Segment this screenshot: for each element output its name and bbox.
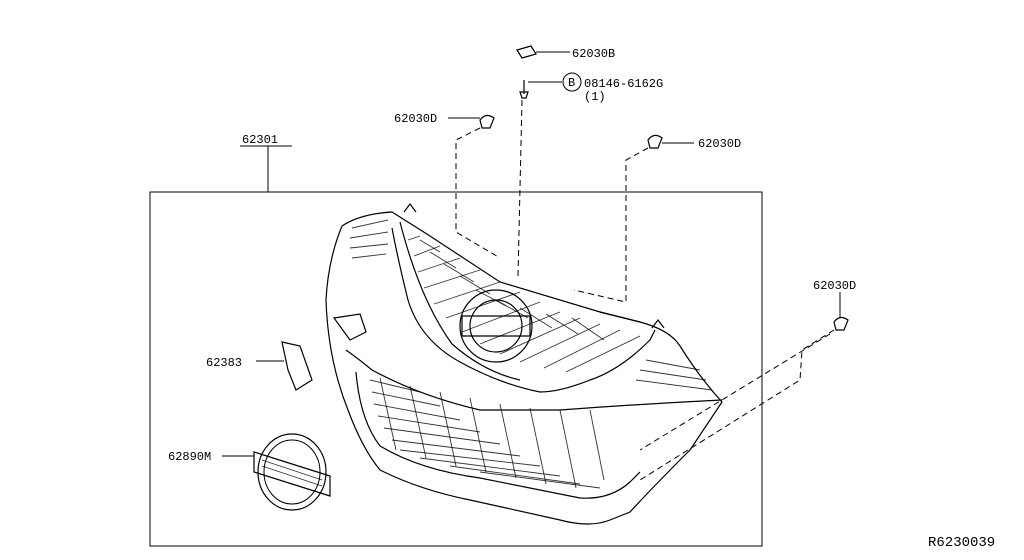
label-62030d-right-lower: 62030D: [813, 279, 856, 293]
label-62890m: 62890M: [168, 450, 211, 464]
clip-62030b: [516, 45, 570, 59]
label-62030b: 62030B: [572, 47, 615, 61]
front-grille-assembly: [325, 203, 723, 525]
label-08146-6162g: 08146-6162G: [584, 77, 663, 91]
b-marker: B: [568, 76, 575, 90]
clip-62030d-right-lower: [639, 292, 849, 481]
bolt-08146: [517, 72, 582, 277]
b-marker-circle: [562, 72, 582, 92]
label-62301: 62301: [242, 133, 278, 147]
clip-62030d-left: [448, 114, 501, 259]
label-62030d-right-upper: 62030D: [698, 137, 741, 151]
fog-cover-62383: [256, 341, 313, 391]
clip-62030d-right-upper: [573, 134, 694, 303]
assembly-frame: [149, 191, 763, 547]
label-bolt-qty: (1): [584, 90, 606, 104]
label-62383: 62383: [206, 356, 242, 370]
label-62030d-left: 62030D: [394, 112, 437, 126]
reference-code: R6230039: [928, 535, 995, 551]
emblem-62890m: [222, 433, 331, 511]
